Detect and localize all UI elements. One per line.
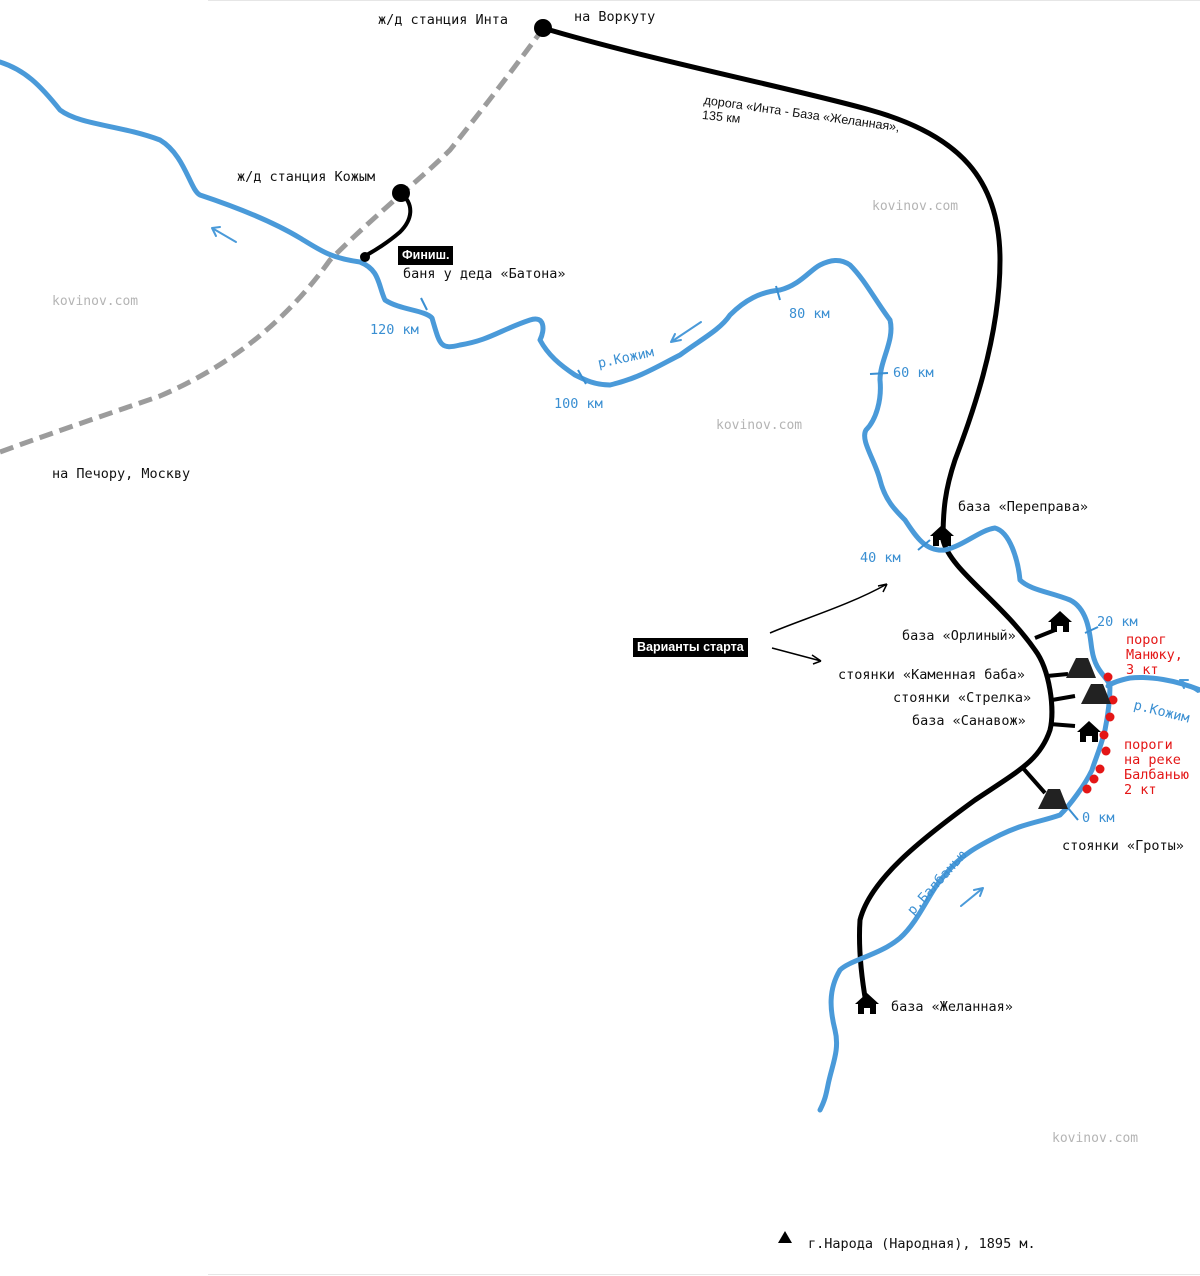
rapid-dot xyxy=(1101,746,1111,756)
flow-arrow-west xyxy=(211,226,237,243)
rapids-dots xyxy=(1082,672,1118,794)
label-base-pereprava: база «Переправа» xyxy=(958,499,1089,515)
rapid-dot xyxy=(1082,784,1092,794)
start-arrow-upper xyxy=(769,583,888,634)
legend-peak-label: г.Народа (Народная), 1895 м. xyxy=(808,1236,1036,1252)
start-arrow-lower xyxy=(771,647,822,665)
label-camp-kamennaya-baba: стоянки «Каменная баба» xyxy=(838,667,1025,683)
flow-arrow-mid xyxy=(670,321,702,343)
frame-top-line xyxy=(208,0,1200,1)
label-base-sanavozh: база «Санавож» xyxy=(912,713,1026,729)
km-tick-0 xyxy=(1067,807,1079,821)
rapid-dot xyxy=(1099,730,1109,740)
road-spur-kamennaya xyxy=(1046,672,1069,678)
label-kozhym-station: ж/д станция Кожым xyxy=(237,169,376,185)
label-rapids-balbanyu: пороги на реке Балбанью 2 кт xyxy=(1124,737,1190,798)
flow-arrow-balbanyu xyxy=(960,887,984,907)
house-icon xyxy=(1048,611,1072,632)
tent-icon xyxy=(1038,789,1068,809)
label-finish-banya: баня у деда «Батона» xyxy=(403,266,566,282)
start-arrows xyxy=(769,583,888,665)
label-to-vorkuta: на Воркуту xyxy=(574,9,656,25)
km-tick-20 xyxy=(1084,626,1099,634)
km-tick-60 xyxy=(869,372,889,375)
tent-icons xyxy=(1038,658,1111,809)
road-spur-strelka xyxy=(1051,694,1076,702)
rapid-dot xyxy=(1108,695,1118,705)
house-icons xyxy=(855,525,1101,1014)
label-rapid-manyuku: порог Манюку, 3 кт xyxy=(1126,632,1183,678)
km-ticks xyxy=(420,285,1099,821)
flow-arrows xyxy=(211,226,1199,907)
label-inta-station: ж/д станция Инта xyxy=(378,12,509,28)
flow-arrow-east xyxy=(1179,679,1199,693)
tent-icon xyxy=(1081,684,1111,704)
km-label-40: 40 км xyxy=(860,550,901,566)
rapid-dot xyxy=(1103,672,1113,682)
frame-bottom-line xyxy=(208,1274,1200,1275)
label-base-orliny: база «Орлиный» xyxy=(902,628,1016,644)
house-icon xyxy=(1077,721,1101,742)
km-label-100: 100 км xyxy=(554,396,603,412)
watermark: kovinov.com xyxy=(52,294,139,309)
label-to-pechora: на Печору, Москву xyxy=(52,466,191,482)
watermark: kovinov.com xyxy=(716,418,803,433)
start-variants-tag: Варианты старта xyxy=(633,638,748,657)
rapid-dot xyxy=(1105,712,1115,722)
watermark: kovinov.com xyxy=(872,199,959,214)
house-icon xyxy=(855,993,879,1014)
label-base-zhelannaya: база «Желанная» xyxy=(891,999,1013,1015)
house-icon xyxy=(930,525,954,546)
rapid-dot xyxy=(1089,774,1099,784)
finish-tag: Финиш. xyxy=(398,246,454,265)
km-label-20: 20 км xyxy=(1097,614,1138,630)
road-kozhym-branch xyxy=(363,191,413,258)
road-main xyxy=(540,25,1055,1006)
station-dot-icon xyxy=(534,19,552,37)
road-spur-sanavozh xyxy=(1049,722,1076,728)
river-kozhym-upper xyxy=(1105,675,1200,693)
road-spur-groty xyxy=(1020,765,1047,795)
rapid-dot xyxy=(1095,764,1105,774)
km-label-60: 60 км xyxy=(893,365,934,381)
triangle-icon xyxy=(778,1231,792,1243)
km-tick-40 xyxy=(917,539,931,551)
label-camp-strelka: стоянки «Стрелка» xyxy=(893,690,1032,706)
label-camp-groty: стоянки «Гроты» xyxy=(1062,838,1184,854)
km-tick-120 xyxy=(420,297,428,311)
watermark: kovinov.com xyxy=(1052,1131,1139,1146)
railway-line xyxy=(0,24,548,455)
km-label-80: 80 км xyxy=(789,306,830,322)
river-kozhym xyxy=(0,59,1113,1113)
km-tick-100 xyxy=(577,369,587,385)
km-label-120: 120 км xyxy=(370,322,419,338)
station-dot-icon xyxy=(392,184,410,202)
km-label-0: 0 км xyxy=(1082,810,1115,826)
km-tick-80 xyxy=(775,285,781,301)
tent-icon xyxy=(1066,658,1096,678)
finish-dot-icon xyxy=(360,252,370,262)
